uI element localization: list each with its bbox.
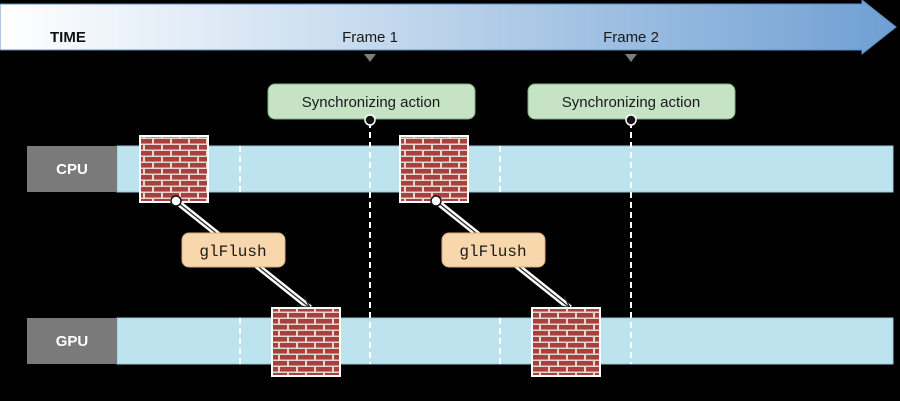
cpu-lane-label: CPU bbox=[56, 161, 88, 178]
frame-dividers bbox=[239, 146, 501, 364]
brick-wall-icon bbox=[399, 135, 469, 203]
gpu-lane-label: GPU bbox=[56, 333, 89, 350]
flush-1-label: glFlush bbox=[199, 243, 266, 261]
gpu-lane-label-box bbox=[27, 318, 117, 364]
sync-lines bbox=[369, 122, 632, 364]
sync-action-2-label: Synchronizing action bbox=[562, 94, 700, 111]
gpu-lane: GPU bbox=[27, 317, 894, 365]
flush-1-pin bbox=[170, 195, 182, 207]
cpu-lane-label-box bbox=[27, 146, 117, 192]
time-arrow bbox=[0, 0, 897, 56]
frame-1-marker bbox=[364, 54, 376, 62]
flush-2-pin bbox=[430, 195, 442, 207]
flush-2-callout: glFlush bbox=[441, 232, 546, 268]
sync-action-1: Synchronizing action bbox=[267, 83, 476, 126]
brick-wall-icon bbox=[139, 135, 209, 203]
time-label: TIME bbox=[50, 29, 86, 46]
sync-action-2-pin bbox=[625, 114, 637, 126]
brick-wall-icon bbox=[531, 307, 601, 377]
sync-action-2: Synchronizing action bbox=[527, 83, 736, 126]
frame-2-label: Frame 2 bbox=[603, 29, 659, 46]
flush-2-label: glFlush bbox=[459, 243, 526, 261]
frame-1-label: Frame 1 bbox=[342, 29, 398, 46]
frame-2-marker bbox=[625, 54, 637, 62]
brick-wall-icon bbox=[271, 307, 341, 377]
sync-action-1-pin bbox=[364, 114, 376, 126]
cpu-lane: CPU bbox=[27, 145, 894, 193]
flush-1-callout: glFlush bbox=[181, 232, 286, 268]
sync-action-1-label: Synchronizing action bbox=[302, 94, 440, 111]
